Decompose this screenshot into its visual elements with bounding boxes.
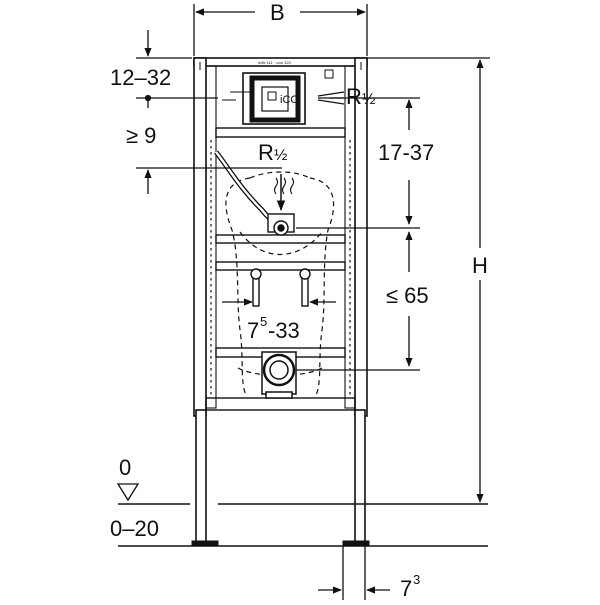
urinal-outline (225, 171, 335, 396)
plate-small-text: ndfx 111 · ooo 123 (258, 60, 292, 65)
dim-height (367, 57, 490, 503)
width-label: B (270, 0, 285, 25)
top-gap-label: 12–32 (110, 65, 171, 90)
svg-text:5: 5 (260, 314, 267, 329)
svg-text:½: ½ (274, 147, 287, 164)
foot-label: 7 3 (400, 572, 420, 601)
svg-text:R: R (346, 84, 362, 109)
floor-range-label: 0–20 (110, 516, 159, 541)
floor-marker (116, 483, 140, 502)
floor-zero-label: 0 (119, 455, 131, 480)
dim-width (193, 4, 368, 56)
spray-symbol (273, 177, 295, 195)
mounting-bolts (250, 268, 311, 307)
dim-min-nine (136, 167, 282, 194)
svg-text:½: ½ (362, 91, 375, 108)
r-half-right-label: R ½ (346, 84, 375, 109)
flush-plate (222, 69, 334, 125)
dim-max-65 (296, 231, 420, 371)
max-65-label: ≤ 65 (386, 283, 429, 308)
min-nine-label: ≥ 9 (126, 123, 156, 148)
r-half-center-label: R ½ (258, 140, 287, 165)
inlet-connector (267, 213, 295, 236)
svg-text:-33: -33 (268, 318, 300, 343)
height-label: H (472, 253, 488, 278)
bolt-spacing-label: 7 5 -33 (247, 314, 300, 343)
svg-text:7: 7 (400, 576, 412, 600)
drain-outlet (261, 351, 297, 399)
dim-range-17-37 (296, 97, 420, 229)
svg-text:3: 3 (413, 572, 420, 587)
svg-text:7: 7 (247, 318, 259, 343)
dim-top-gap (136, 30, 218, 108)
range-17-37-label: 17-37 (378, 140, 434, 165)
upright-perforations (210, 140, 351, 395)
dim-foot (318, 546, 390, 600)
svg-text:R: R (258, 140, 274, 165)
floor-lines (118, 503, 488, 547)
plate-label: iCO (280, 94, 299, 106)
